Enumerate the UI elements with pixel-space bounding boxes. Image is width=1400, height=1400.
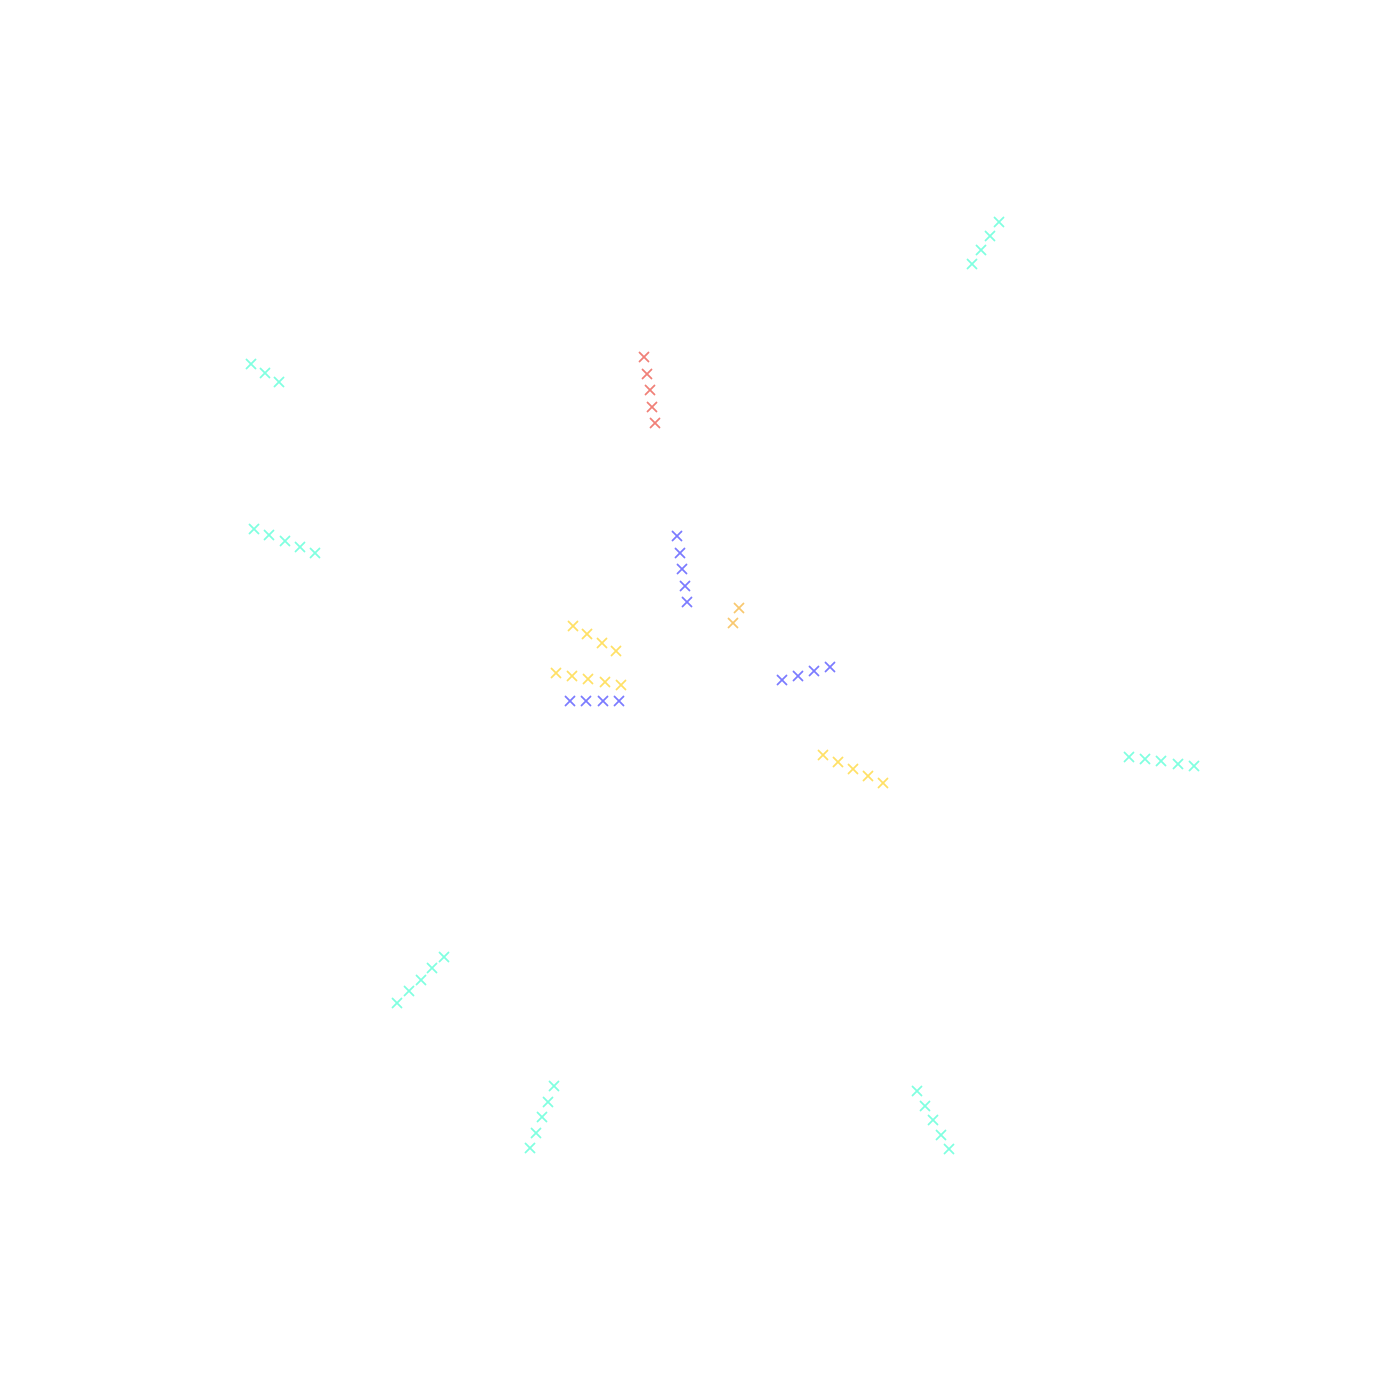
data-point bbox=[566, 670, 578, 682]
data-point bbox=[610, 645, 622, 657]
data-point bbox=[530, 1127, 542, 1139]
data-point bbox=[426, 962, 438, 974]
data-point bbox=[564, 695, 576, 707]
data-point bbox=[415, 974, 427, 986]
data-point bbox=[808, 665, 820, 677]
data-point bbox=[1172, 758, 1184, 770]
data-point bbox=[263, 529, 275, 541]
data-point bbox=[582, 673, 594, 685]
series-12 bbox=[567, 620, 622, 657]
data-point bbox=[1139, 753, 1151, 765]
data-point bbox=[649, 417, 661, 429]
data-point bbox=[943, 1143, 955, 1155]
series-13 bbox=[550, 667, 627, 691]
data-point bbox=[391, 997, 403, 1009]
series-1 bbox=[966, 216, 1005, 270]
data-point bbox=[438, 951, 450, 963]
series-14 bbox=[817, 749, 889, 789]
data-point bbox=[638, 351, 650, 363]
series-3 bbox=[248, 523, 321, 559]
data-point bbox=[681, 596, 693, 608]
data-point bbox=[935, 1129, 947, 1141]
data-point bbox=[567, 620, 579, 632]
data-point bbox=[792, 670, 804, 682]
data-point bbox=[613, 695, 625, 707]
series-8 bbox=[638, 351, 661, 429]
data-point bbox=[1123, 751, 1135, 763]
data-point bbox=[993, 216, 1005, 228]
data-point bbox=[309, 547, 321, 559]
data-point bbox=[1188, 760, 1200, 772]
series-7 bbox=[911, 1085, 955, 1155]
data-point bbox=[877, 777, 889, 789]
data-point bbox=[580, 695, 592, 707]
data-point bbox=[817, 749, 829, 761]
data-point bbox=[1155, 755, 1167, 767]
data-point bbox=[259, 367, 271, 379]
data-point bbox=[273, 376, 285, 388]
data-point bbox=[248, 523, 260, 535]
data-point bbox=[599, 676, 611, 688]
data-point bbox=[524, 1142, 536, 1154]
data-point bbox=[671, 530, 683, 542]
data-point bbox=[550, 667, 562, 679]
data-point bbox=[862, 770, 874, 782]
series-11 bbox=[776, 661, 836, 686]
series-4 bbox=[1123, 751, 1200, 772]
series-15 bbox=[727, 602, 745, 629]
series-9 bbox=[671, 530, 693, 608]
data-point bbox=[646, 401, 658, 413]
series-2 bbox=[245, 358, 285, 388]
data-point bbox=[984, 230, 996, 242]
data-point bbox=[966, 258, 978, 270]
data-point bbox=[597, 695, 609, 707]
data-point bbox=[542, 1096, 554, 1108]
data-point bbox=[776, 674, 788, 686]
data-point bbox=[641, 368, 653, 380]
data-point bbox=[975, 244, 987, 256]
data-point bbox=[847, 763, 859, 775]
data-point bbox=[581, 628, 593, 640]
data-point bbox=[403, 985, 415, 997]
data-point bbox=[919, 1100, 931, 1112]
series-5 bbox=[391, 951, 450, 1009]
data-point bbox=[279, 535, 291, 547]
data-point bbox=[596, 637, 608, 649]
data-point bbox=[824, 661, 836, 673]
series-10 bbox=[564, 695, 625, 707]
data-point bbox=[676, 563, 688, 575]
data-point bbox=[536, 1111, 548, 1123]
data-point bbox=[679, 580, 691, 592]
data-point bbox=[674, 547, 686, 559]
data-point bbox=[927, 1114, 939, 1126]
data-point bbox=[644, 384, 656, 396]
data-point bbox=[832, 756, 844, 768]
data-point bbox=[911, 1085, 923, 1097]
data-point bbox=[294, 541, 306, 553]
data-point bbox=[548, 1080, 560, 1092]
data-point bbox=[727, 617, 739, 629]
data-point bbox=[733, 602, 745, 614]
data-point bbox=[245, 358, 257, 370]
data-point bbox=[615, 679, 627, 691]
series-6 bbox=[524, 1080, 560, 1154]
